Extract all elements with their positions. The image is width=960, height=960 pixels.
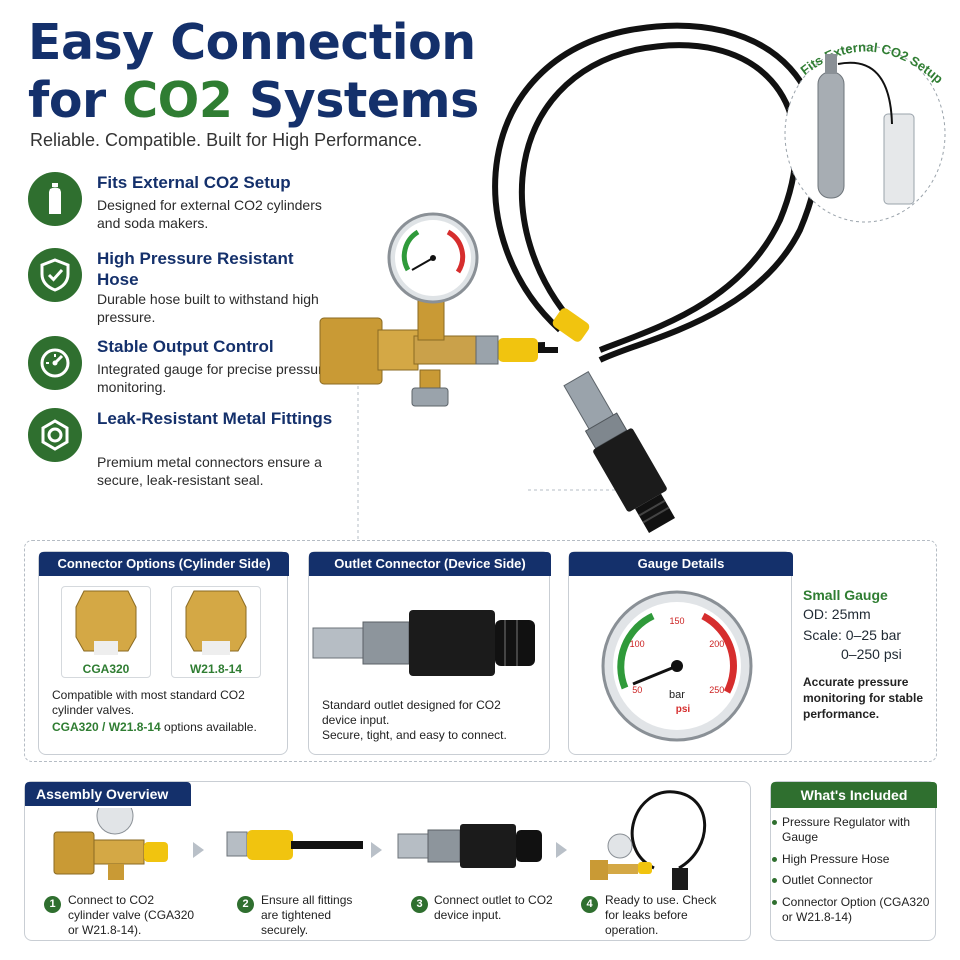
panel-header: Gauge Details (569, 552, 793, 576)
option-label: CGA320 (82, 662, 130, 676)
panel-header: Outlet Connector (Device Side) (309, 552, 551, 576)
dial-tick-label: 250 (709, 685, 724, 695)
feature-desc: Designed for external CO2 cylinders and … (97, 197, 322, 231)
feature-external-setup: Fits External CO2 Setup Designed for ext… (28, 172, 328, 232)
feature-desc: Durable hose built to withstand high pre… (97, 291, 319, 325)
feature-desc: Premium metal connectors ensure a secure… (97, 454, 322, 488)
step-number: 2 (237, 896, 254, 913)
hose-coil (492, 22, 822, 363)
included-item: High Pressure Hose (772, 852, 932, 867)
feature-title: High Pressure Resistant Hose (97, 249, 294, 289)
title-line-1: Easy Connection (28, 14, 476, 71)
dial-tick-label: 50 (632, 685, 642, 695)
outlet-connector-panel: Outlet Connector (Device Side) Standard … (308, 551, 551, 755)
gauge-od: OD: 25mm (803, 606, 871, 622)
connector-options-note: CGA320 / W21.8-14 options available. (52, 720, 257, 734)
included-item: Pressure Regulator with Gauge (772, 815, 932, 845)
step-number: 3 (411, 896, 428, 913)
feature-title: Fits External CO2 Setup (97, 173, 291, 192)
panel-header: Connector Options (Cylinder Side) (39, 552, 289, 576)
step-text: Ready to use. Check for leaks before ope… (605, 893, 717, 937)
step-1-image (53, 808, 168, 880)
gauge-note: Accurate pressure monitoring for stable … (803, 675, 923, 721)
step-text: Connect outlet to CO2 device input. (434, 893, 553, 922)
arrow-icon (371, 842, 382, 858)
gauge-name: Small Gauge (803, 587, 888, 603)
gauge-scale-psi: 0–250 psi (841, 646, 902, 662)
gauge-dial: bar psi 50 100 150 200 250 (601, 590, 753, 742)
arrow-icon (193, 842, 204, 858)
product-illustration (319, 22, 822, 540)
yellow-sleeve (498, 338, 538, 362)
setup-badge: Fits External CO2 Setup (780, 24, 950, 224)
outlet-connector-image (312, 610, 535, 676)
shield-check-icon (28, 248, 82, 302)
feature-title: Leak-Resistant Metal Fittings (97, 409, 333, 428)
subtitle: Reliable. Compatible. Built for High Per… (30, 130, 423, 150)
dial-tick-label: 150 (669, 616, 684, 626)
step-number: 4 (581, 896, 598, 913)
gauge-details-panel: Gauge Details bar psi 50 100 150 200 250 (568, 551, 793, 755)
regulator-hero (319, 212, 499, 407)
outlet-desc-2: Secure, tight, and easy to connect. (322, 728, 507, 742)
cga320-option[interactable]: CGA320 (61, 586, 151, 678)
bottle-icon (28, 172, 82, 226)
w218-option[interactable]: W21.8-14 (171, 586, 261, 678)
outlet-desc-1: Standard outlet designed for CO2 device … (322, 698, 501, 727)
assembly-panel: Assembly Overview (24, 781, 751, 941)
page-title: Easy Connection for CO2 Systems (28, 14, 498, 130)
step-3-image (397, 824, 542, 868)
gauge-scale-bar: Scale: 0–25 bar (803, 627, 902, 643)
step-text: Ensure all fittings are tightened secure… (261, 893, 353, 937)
connector-options-panel: Connector Options (Cylinder Side) CGA320… (38, 551, 289, 755)
feature-stable-output: Stable Output Control Integrated gauge f… (28, 336, 330, 396)
connector-desc: Compatible with most standard CO2 cylind… (52, 688, 245, 717)
details-section (24, 540, 937, 762)
svg-text:bar: bar (669, 689, 685, 701)
step-text: Connect to CO2 cylinder valve (CGA320 or… (68, 893, 195, 937)
title-co2: CO2 (122, 72, 233, 129)
svg-text:psi: psi (676, 704, 691, 715)
hex-nut-icon (28, 408, 82, 462)
step-4-image (590, 790, 707, 890)
included-item: Connector Option (CGA320 or W21.8-14) (772, 895, 932, 925)
included-panel: What's Included (770, 781, 937, 941)
feature-leak-resistant: Leak-Resistant Metal Fittings Premium me… (28, 408, 332, 508)
included-item: Outlet Connector (772, 873, 932, 888)
panel-header: What's Included (771, 782, 937, 808)
outlet-connector-hero (563, 371, 675, 533)
step-2-image (226, 830, 363, 860)
step-number: 1 (44, 896, 61, 913)
panel-header: Assembly Overview (25, 782, 191, 806)
gauge-icon (28, 336, 82, 390)
option-label: W21.8-14 (189, 662, 243, 676)
dial-tick-label: 100 (630, 639, 645, 649)
dial-tick-label: 200 (709, 639, 724, 649)
feature-desc: Integrated gauge for precise pressure mo… (97, 361, 331, 395)
feature-title: Stable Output Control (97, 337, 274, 356)
title-line-2: for CO2 Systems (28, 72, 479, 129)
feature-high-pressure-hose: High Pressure Resistant Hose Durable hos… (28, 248, 328, 328)
arrow-icon (556, 842, 567, 858)
